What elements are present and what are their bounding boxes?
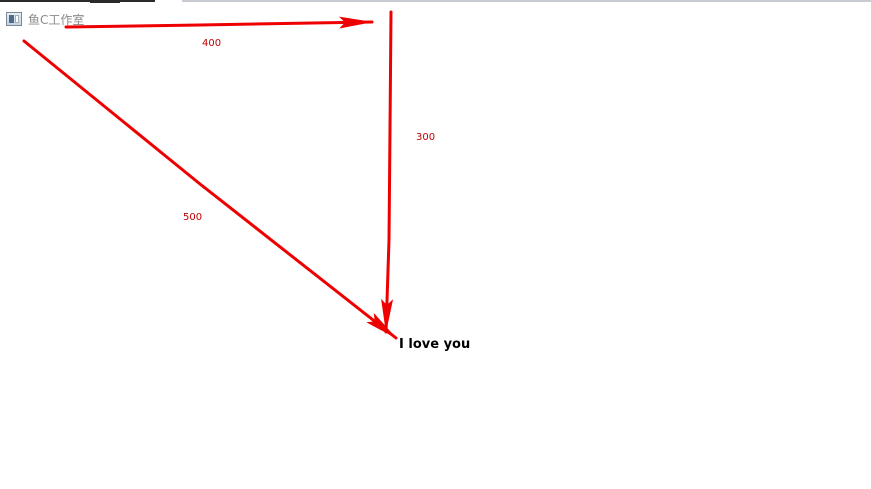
top-edge-dark-segment [0,0,155,2]
window-title-bar: 鱼C工作室 [6,10,84,28]
top-edge-light-segment [182,0,871,2]
label-top-distance: 400 [202,38,221,49]
arrow-top [64,16,374,29]
arrow-diagonal [22,39,398,340]
window-title: 鱼C工作室 [28,12,85,27]
top-edge-notch [90,0,120,3]
love-message: I love you [399,337,470,352]
app-window-icon [6,12,22,26]
arrow-right [381,10,394,334]
label-right-distance: 300 [416,132,435,143]
label-diagonal-distance: 500 [183,212,202,223]
top-window-edge [0,0,871,4]
